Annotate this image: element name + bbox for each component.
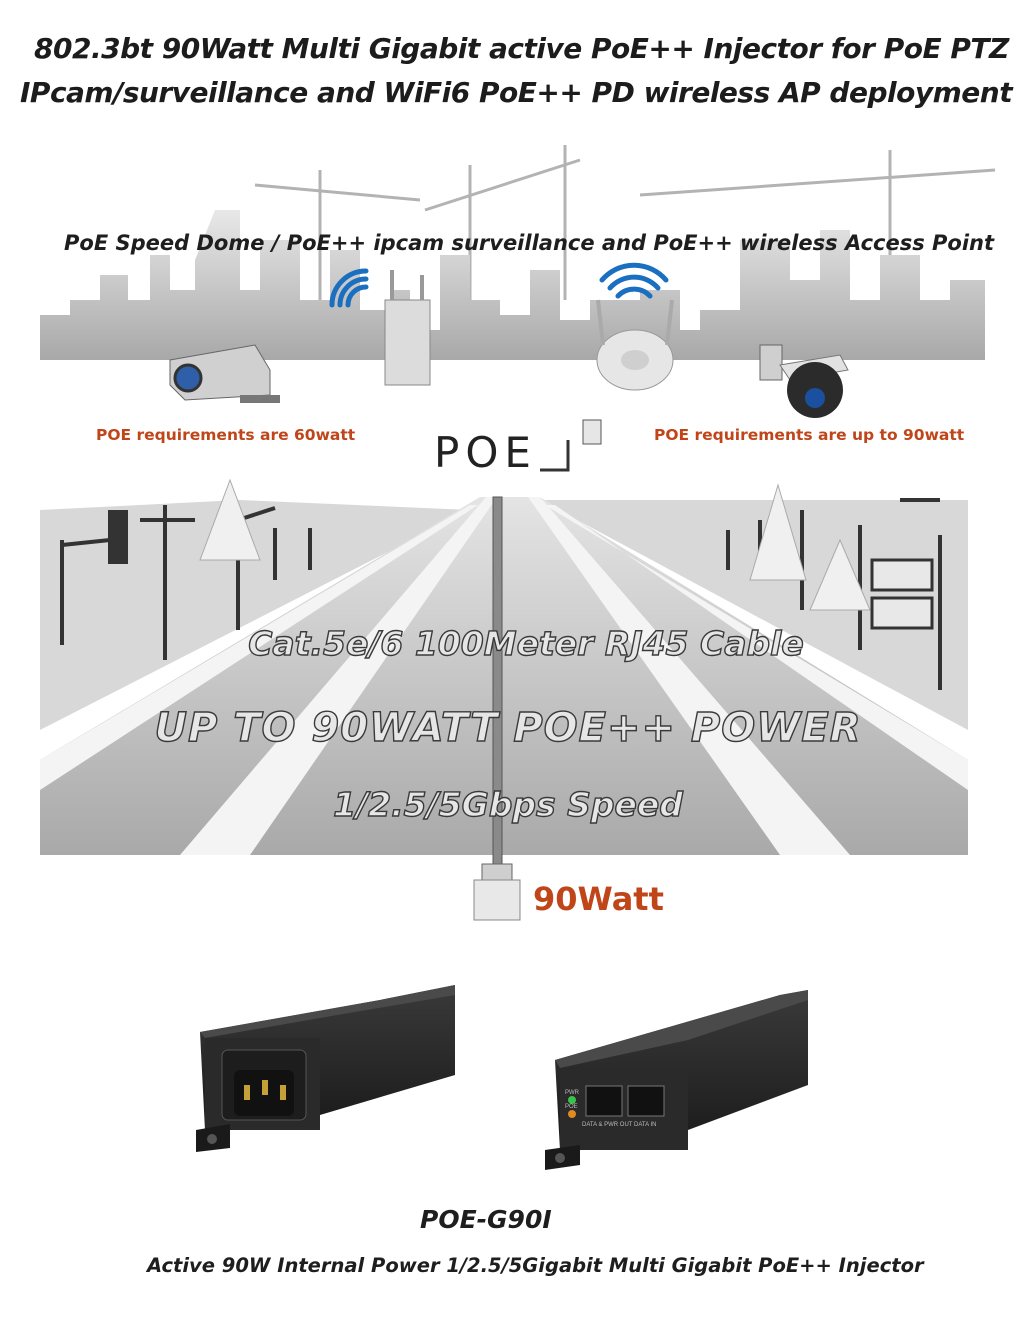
injector-power-side xyxy=(196,985,455,1152)
page-title-line2: IPcam/surveillance and WiFi6 PoE++ PD wi… xyxy=(20,76,1013,109)
access-point-right xyxy=(596,299,674,391)
roadside-poles xyxy=(60,498,942,690)
requirement-right: POE requirements are up to 90watt xyxy=(654,426,965,444)
poe-logo: POE xyxy=(434,428,537,477)
ip-camera-icon xyxy=(169,344,280,403)
rj45-plug-icon xyxy=(473,863,521,921)
speed-dome-camera-icon xyxy=(759,344,849,418)
scene-subtitle: PoE Speed Dome / PoE++ ipcam surveillanc… xyxy=(64,231,995,255)
power-spec-text: UP TO 90WATT POE++ POWER xyxy=(154,704,862,751)
product-model: POE-G90I xyxy=(420,1205,552,1234)
road-lane-right xyxy=(528,497,850,855)
port-label-in: DATA IN xyxy=(634,1122,657,1128)
product-caption: Active 90W Internal Power 1/2.5/5Gigabit… xyxy=(147,1254,924,1277)
cable-spec-text: Cat.5e/6 100Meter RJ45 Cable xyxy=(248,623,805,663)
led-label-pwr: PWR xyxy=(565,1090,579,1096)
requirement-left: POE requirements are 60watt xyxy=(96,426,356,444)
construction-cranes xyxy=(254,145,996,320)
poe-logo-plug-icon xyxy=(540,419,602,472)
port-label-out: DATA & PWR OUT xyxy=(582,1122,633,1128)
watt-label: 90Watt xyxy=(533,880,664,918)
road-left-bank xyxy=(40,500,470,730)
access-point-left xyxy=(384,270,431,386)
city-skyline xyxy=(40,210,985,360)
injector-data-side xyxy=(545,990,808,1170)
speed-spec-text: 1/2.5/5Gbps Speed xyxy=(332,784,683,824)
pine-trees xyxy=(199,478,871,611)
led-label-poe: POE xyxy=(565,1104,578,1110)
page-title-line1: 802.3bt 90Watt Multi Gigabit active PoE+… xyxy=(34,32,1009,65)
road-edge-left xyxy=(40,505,478,790)
wifi-icon xyxy=(329,262,669,308)
road-lane-left xyxy=(180,497,497,855)
